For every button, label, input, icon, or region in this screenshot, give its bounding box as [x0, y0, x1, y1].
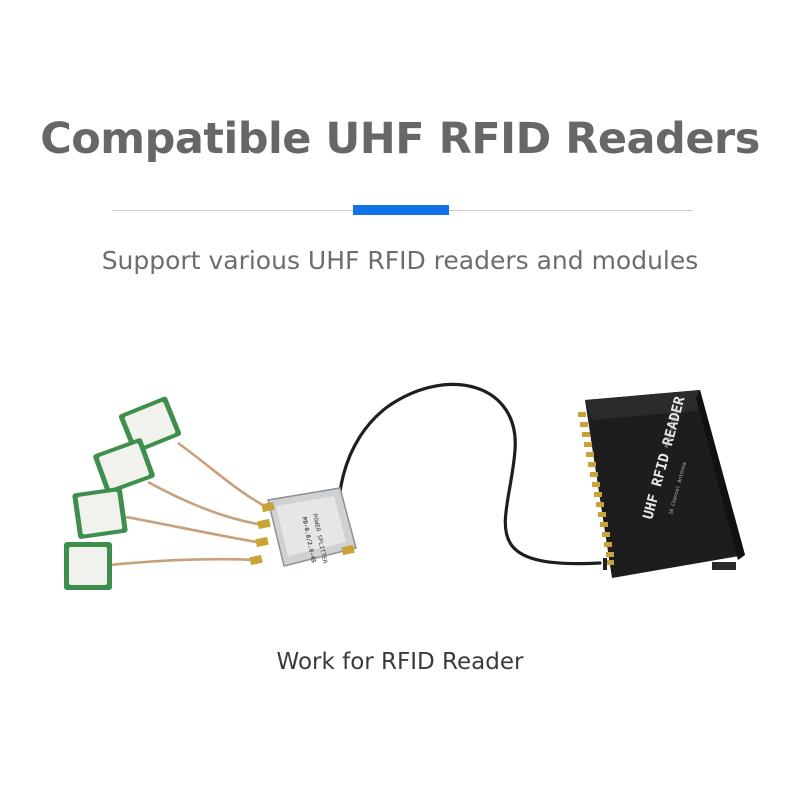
page-title: Compatible UHF RFID Readers: [40, 114, 760, 164]
reader-cable: [337, 382, 602, 566]
antenna-cable-4: [109, 557, 257, 567]
antenna-4: [64, 542, 112, 590]
product-photo: POWER SPLITTER PD-0.8/2.8-4S UHF RFID RE…: [64, 382, 745, 590]
rfid-reader: UHF RFID READER 16 Channel Antenna Made …: [578, 390, 745, 578]
antenna-1: [118, 396, 182, 454]
antenna-cable-3: [125, 515, 263, 545]
antenna-3: [72, 487, 128, 539]
reader-ports: [578, 412, 614, 565]
antenna-cable-2: [147, 480, 265, 527]
image-caption: Work for RFID Reader: [276, 649, 524, 675]
power-splitter: POWER SPLITTER PD-0.8/2.8-4S: [249, 487, 357, 567]
antenna-2: [93, 438, 155, 494]
title-divider-accent: [353, 205, 449, 215]
page-subtitle: Support various UHF RFID readers and mod…: [101, 246, 699, 275]
antenna-cable-1: [177, 441, 269, 510]
